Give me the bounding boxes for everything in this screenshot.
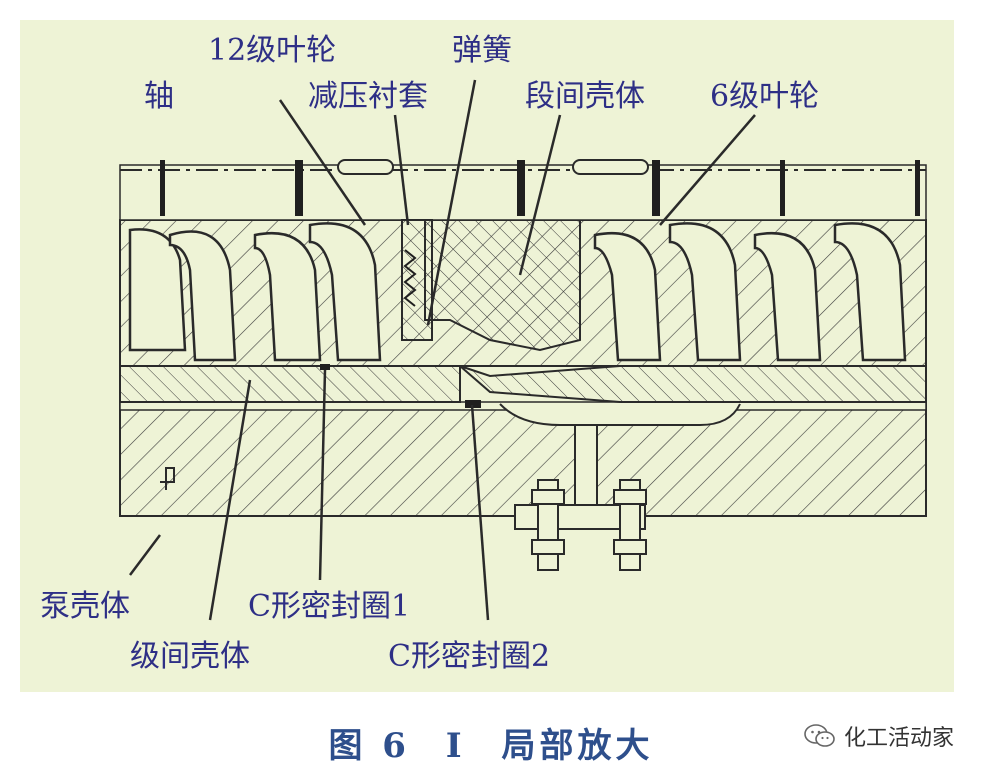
label-c-seal-2: C形密封圈2	[388, 639, 551, 674]
label-shaft: 轴	[144, 79, 174, 114]
caption-figure-number: 图 6	[328, 726, 410, 766]
wechat-icon	[804, 724, 835, 747]
impeller-cavity	[593, 231, 662, 362]
label-spring: 弹簧	[452, 33, 512, 68]
impeller-cavity	[253, 231, 322, 362]
watermark-text: 化工活动家	[843, 726, 954, 751]
label-c-seal-1: C形密封圈1	[248, 589, 411, 624]
caption-title: 局部放大	[501, 726, 654, 766]
watermark: 化工活动家	[804, 720, 954, 752]
pump-cross-section-drawing	[119, 79, 927, 621]
figure-caption: 图 6 I 局部放大	[0, 718, 982, 767]
label-pressure-sleeve: 减压衬套	[308, 79, 428, 114]
impeller-cavity	[168, 230, 237, 362]
stage-casing-shape	[119, 365, 461, 403]
impeller-cavity	[753, 231, 822, 362]
impeller-cavity	[308, 222, 382, 362]
label-stage-casing: 级间壳体	[130, 639, 250, 674]
label-impeller-6: 6级叶轮	[710, 79, 820, 114]
label-impeller-12: 12级叶轮	[208, 33, 337, 68]
impeller-cavity	[833, 222, 907, 362]
label-pump-casing: 泵壳体	[40, 589, 130, 624]
caption-roman-numeral: I	[445, 726, 466, 766]
pump-casing-shape	[119, 403, 927, 517]
label-section-casing: 段间壳体	[525, 79, 645, 114]
c-seal-1-shape	[320, 364, 330, 370]
impeller-cavity	[668, 222, 742, 362]
figure-panel: 轴 12级叶轮 减压衬套 弹簧 段间壳体 6级叶轮 泵壳体 级间壳体 C形密封圈…	[20, 20, 954, 692]
spring-shape	[403, 249, 417, 307]
c-seal-2-shape	[465, 400, 481, 408]
